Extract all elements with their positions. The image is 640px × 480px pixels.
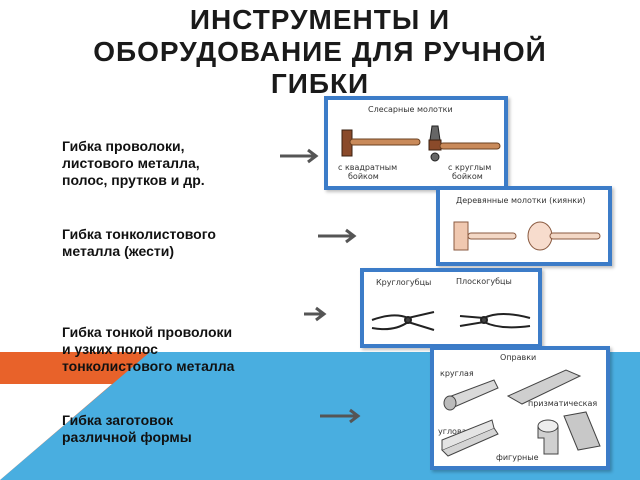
arrow-right-icon: [320, 408, 361, 424]
prismatic-mandrel-icon: [506, 369, 582, 405]
mallets-panel-title: Деревянные молотки (киянки): [456, 196, 585, 205]
mallets-illustration: Деревянные молотки (киянки): [453, 196, 601, 251]
flat-nose-pliers-icon: [459, 313, 531, 329]
flat-nose-pliers-title: Плоскогубцы: [456, 277, 512, 286]
hammers-panel-title: Слесарные молотки: [368, 105, 453, 114]
angle-mandrel-label: угловая: [438, 427, 472, 436]
row-label-thin-wire: Гибка тонкой проволоки и узких полос тон…: [62, 324, 235, 374]
rectangular-mallet-icon: [453, 221, 517, 251]
mandrels-illustration: Оправки круглая призматическая угловая ф…: [438, 353, 601, 462]
row-label-wire-sheet: Гибка проволоки, листового металла, поло…: [62, 138, 205, 188]
panel-mandrels: Оправки круглая призматическая угловая ф…: [430, 346, 610, 470]
round-nose-pliers-icon: [371, 311, 435, 331]
row-label-thin-sheet: Гибка тонколистового металла (жести): [62, 226, 216, 259]
round-mandrel-label: круглая: [440, 369, 474, 378]
arrow-right-icon: [304, 306, 327, 322]
background-white-triangle: [0, 384, 112, 480]
round-mallet-icon: [527, 221, 601, 251]
arrow-right-icon: [280, 148, 319, 164]
mandrels-panel-title: Оправки: [500, 353, 536, 362]
hammer-round-caption: с круглым: [448, 163, 491, 172]
panel-wooden-mallets: Деревянные молотки (киянки): [436, 186, 612, 266]
row-label-shaped-blanks: Гибка заготовок различной формы: [62, 412, 192, 445]
arrow-right-icon: [318, 228, 357, 244]
prismatic-mandrel-label: призматическая: [528, 399, 597, 408]
square-face-hammer-icon: [341, 129, 421, 157]
slide-title: ИНСТРУМЕНТЫ И ОБОРУДОВАНИЕ ДЛЯ РУЧНОЙ ГИ…: [93, 4, 547, 99]
shaped-mandrels-icon: [537, 411, 601, 455]
angle-mandrel-icon: [441, 419, 499, 457]
round-mandrel-icon: [443, 379, 499, 411]
shaped-mandrel-label: фигурные: [496, 453, 539, 462]
hammer-square-caption: с квадратным: [338, 163, 397, 172]
pliers-illustration: Круглогубцы Плоскогубцы: [371, 277, 531, 331]
panel-pliers: Круглогубцы Плоскогубцы: [360, 268, 542, 348]
round-nose-pliers-title: Круглогубцы: [376, 278, 431, 287]
round-face-hammer-icon: [428, 125, 501, 162]
